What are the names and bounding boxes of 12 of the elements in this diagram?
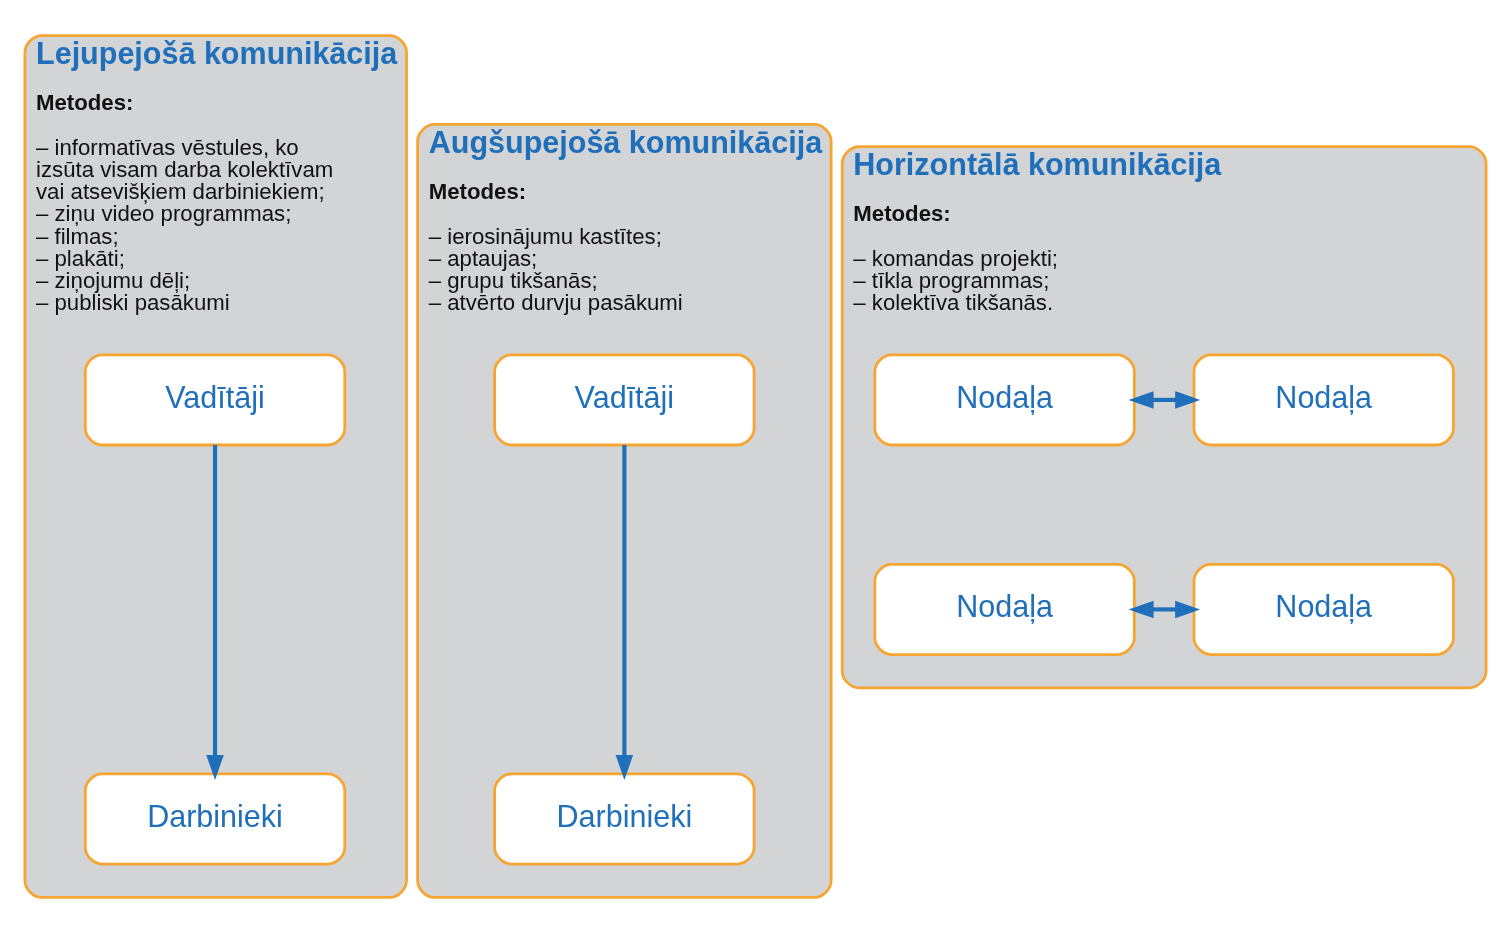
arrow [615,444,634,780]
node-box: Vadītāji [83,352,347,446]
node-box: Darbinieki [83,771,347,865]
node-box: Darbinieki [493,771,756,865]
arrow [1128,390,1201,409]
node-box: Nodaļa [1192,352,1455,446]
node-box: Nodaļa [1192,562,1455,656]
node-box: Vadītāji [493,352,756,446]
arrow [206,444,224,780]
node-box: Nodaļa [873,562,1136,656]
node-box: Nodaļa [873,352,1136,446]
arrow [1128,600,1201,618]
